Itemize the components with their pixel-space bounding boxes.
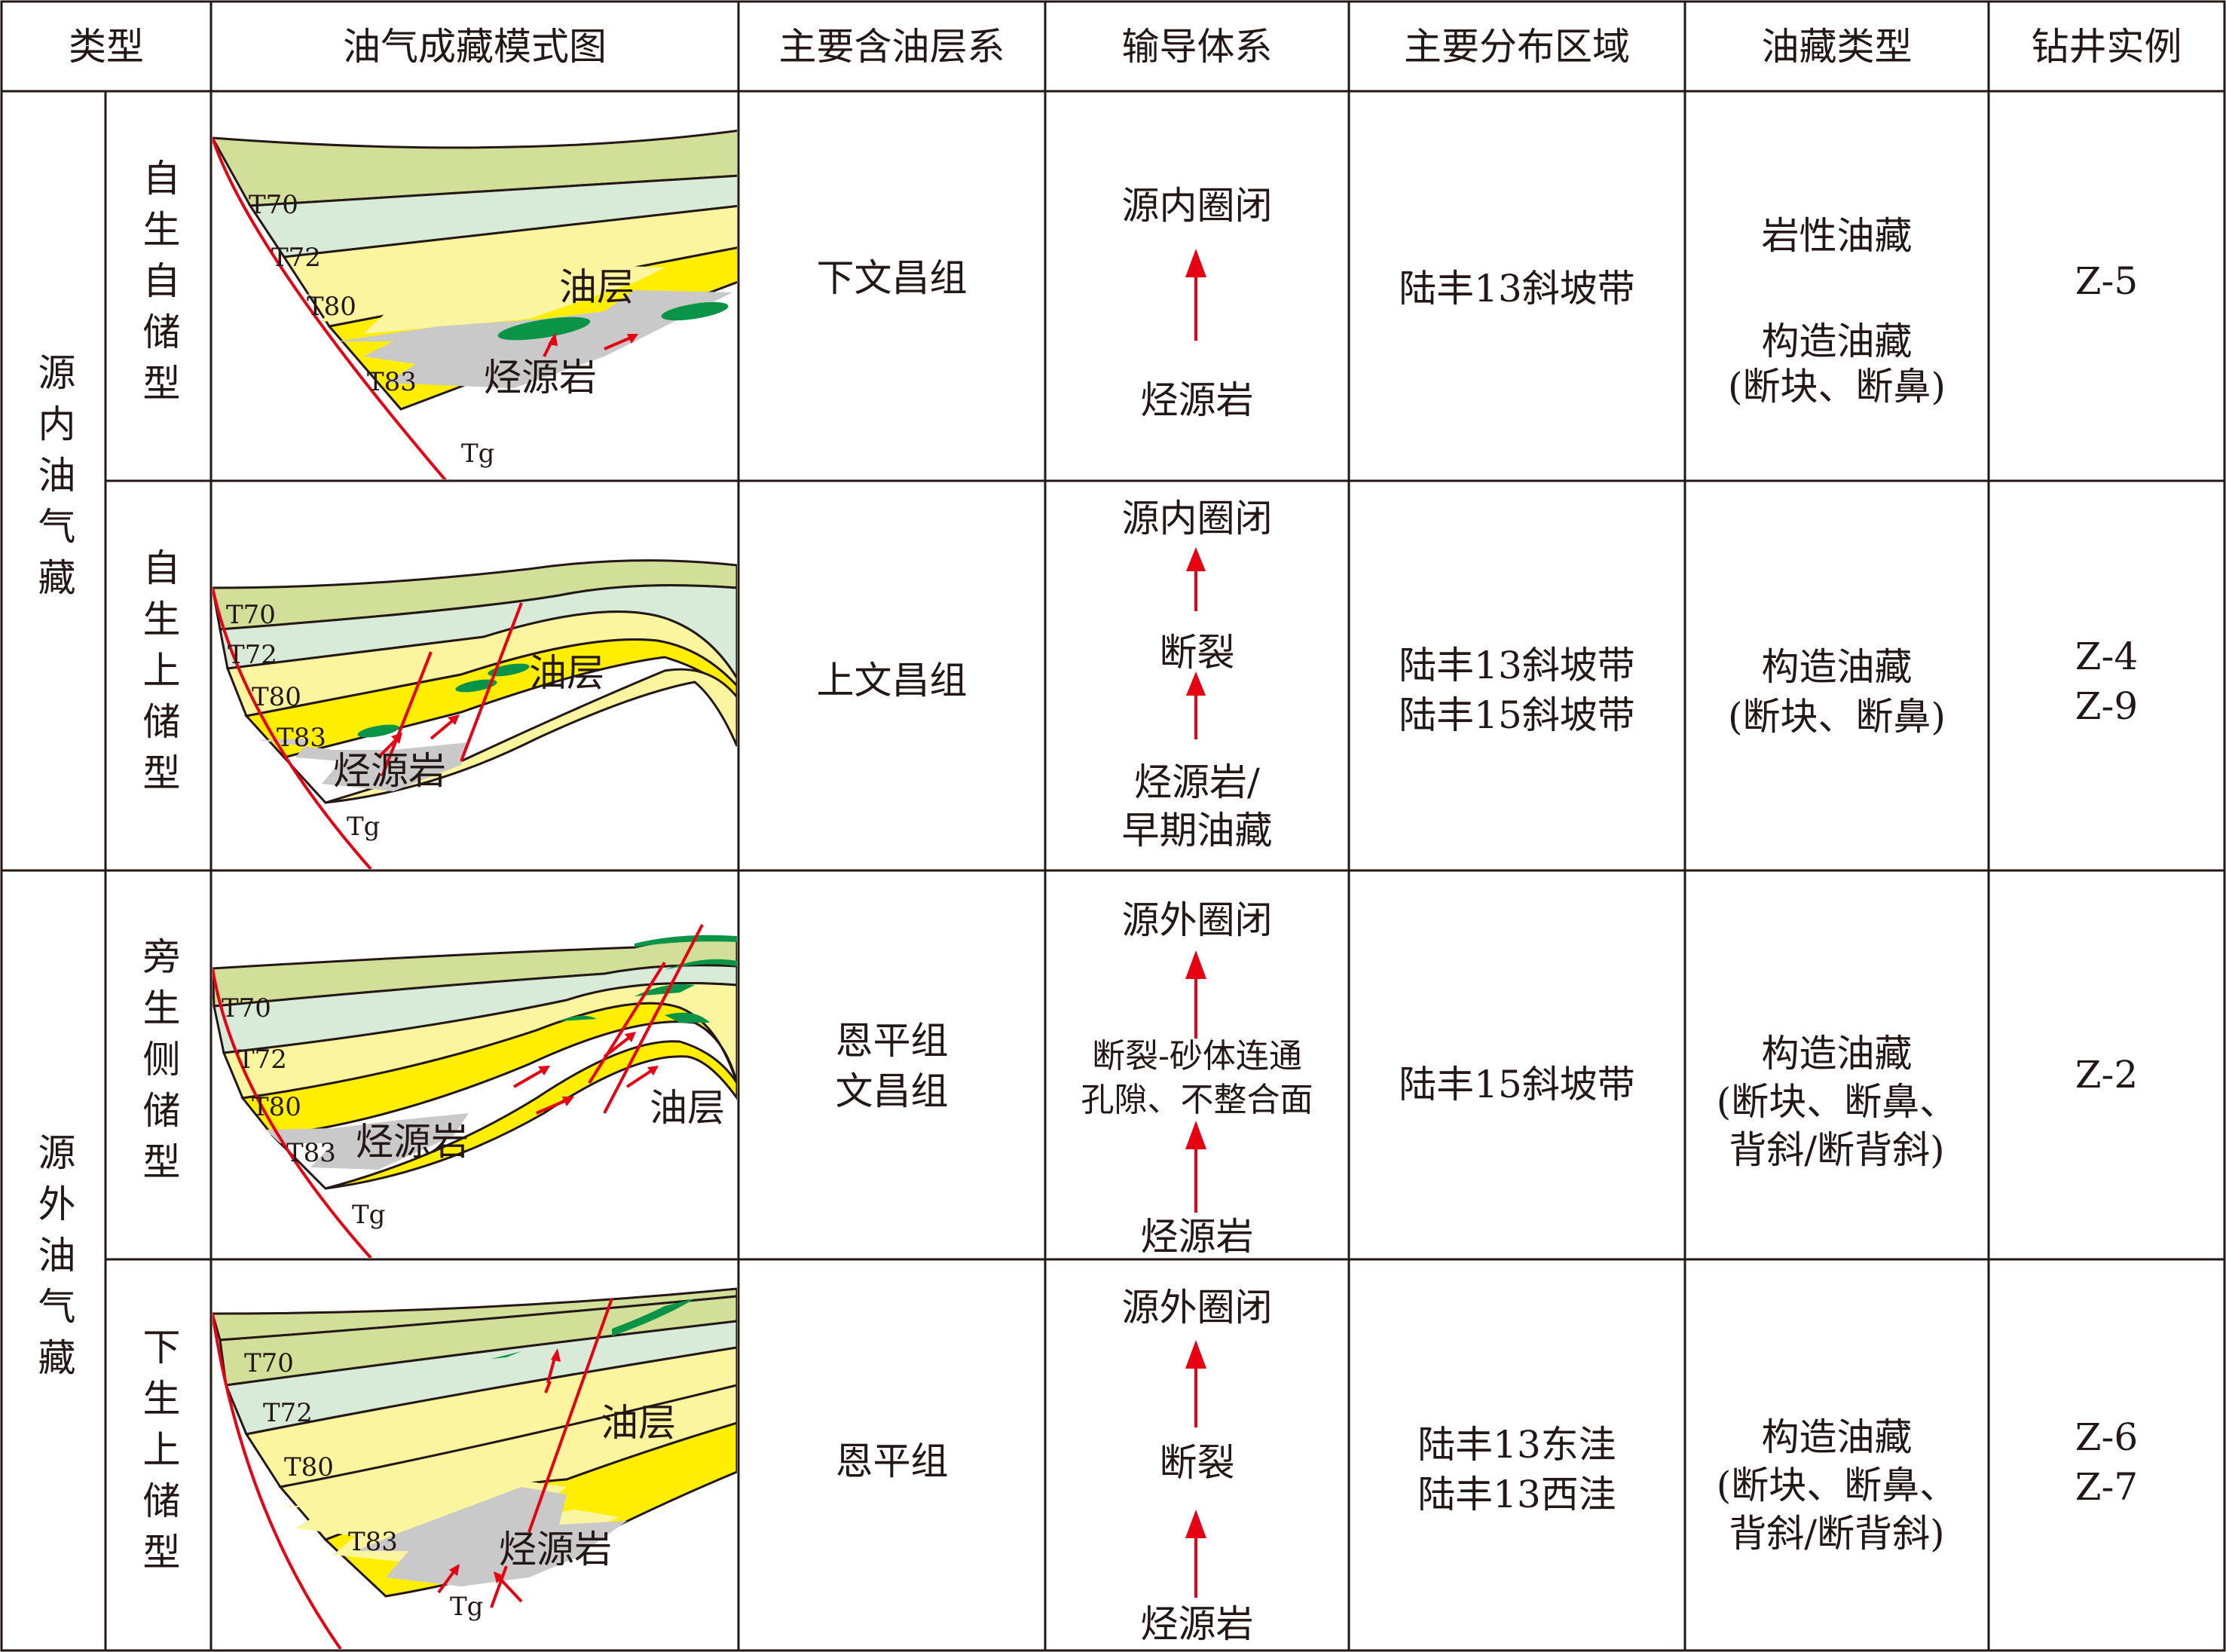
pathway-middle-3: 断裂-砂体连通孔隙、不整合面 — [1081, 1037, 1313, 1119]
label-tg: Tg — [347, 812, 380, 842]
model-diagram-3: T70 T72 T80 T83 Tg 油层 烃源岩 — [213, 924, 737, 1258]
strata-cell-3: 恩平组文昌组 — [835, 1019, 949, 1113]
up-arrow-icon — [1185, 950, 1206, 979]
header-strata: 主要含油层系 — [778, 24, 1005, 69]
model-diagram-4: T70 T72 T80 T83 Tg 油层 烃源岩 — [213, 1287, 737, 1649]
pathway-top-2: 源内圈闭 — [1121, 497, 1273, 540]
model-diagram-1: T70 T72 T80 T83 Tg 油层 烃源岩 — [213, 130, 737, 479]
label-source-rock: 烃源岩 — [333, 749, 446, 793]
label-source-rock: 烃源岩 — [484, 356, 597, 399]
wells-cell-1: Z-5 — [2075, 259, 2139, 303]
label-t80: T80 — [284, 1452, 334, 1482]
up-arrow-icon — [1185, 1510, 1206, 1538]
label-t80: T80 — [252, 682, 301, 712]
area-cell-1: 陆丰13斜坡带 — [1399, 267, 1635, 311]
header-wells: 钻井实例 — [2031, 24, 2182, 69]
label-t72: T72 — [237, 1045, 287, 1075]
label-oil-layer: 油层 — [650, 1086, 725, 1130]
label-oil-layer: 油层 — [601, 1401, 676, 1445]
up-arrow-icon — [1185, 249, 1206, 277]
strata-cell-4: 恩平组 — [835, 1439, 949, 1483]
area-cell-4: 陆丰13东洼陆丰13西洼 — [1417, 1423, 1616, 1516]
label-t70: T70 — [244, 1348, 294, 1378]
up-arrow-icon — [1186, 547, 1206, 571]
label-t70: T70 — [226, 600, 276, 630]
subtype-label-2: 自生上储型 — [136, 547, 181, 804]
header-reservoir: 油藏类型 — [1761, 24, 1913, 69]
pathway-top-4: 源外圈闭 — [1121, 1286, 1273, 1329]
header-model-diagram: 油气成藏模式图 — [343, 24, 607, 69]
label-oil-layer: 油层 — [529, 651, 604, 695]
header-pathway: 输导体系 — [1121, 24, 1273, 69]
reservoir-cell-1: 岩性油藏构造油藏(断块、断鼻) — [1727, 214, 1946, 408]
pathway-middle-2: 断裂 — [1159, 631, 1235, 675]
pathway-bottom-1: 烃源岩 — [1140, 378, 1254, 422]
label-t83: T83 — [277, 723, 326, 753]
label-tg: Tg — [352, 1200, 385, 1230]
pathway-bottom-3: 烃源岩 — [1140, 1215, 1254, 1259]
label-source-rock: 烃源岩 — [356, 1120, 469, 1164]
group-label-in-source: 源内油气藏 — [32, 353, 76, 609]
area-cell-3: 陆丰15斜坡带 — [1399, 1063, 1635, 1106]
up-arrow-icon — [1186, 672, 1206, 696]
label-t80: T80 — [307, 292, 356, 322]
strata-cell-2: 上文昌组 — [816, 659, 968, 702]
label-t80: T80 — [252, 1092, 301, 1122]
reservoir-cell-2: 构造油藏(断块、断鼻) — [1727, 645, 1946, 739]
subtype-label-3: 旁生侧储型 — [136, 937, 181, 1193]
label-t72: T72 — [271, 243, 321, 273]
label-t83: T83 — [367, 367, 417, 397]
label-source-rock: 烃源岩 — [499, 1528, 612, 1571]
label-t72: T72 — [263, 1398, 313, 1428]
reservoir-cell-3: 构造油藏(断块、断鼻、背斜/断背斜) — [1716, 1032, 1958, 1172]
pathway-bottom-4: 烃源岩 — [1140, 1602, 1254, 1646]
up-arrow-icon — [1185, 1340, 1206, 1369]
subtype-label-1: 自生自储型 — [136, 158, 181, 415]
up-arrow-icon — [1185, 1121, 1206, 1149]
label-t83: T83 — [286, 1138, 336, 1168]
pathway-arrows — [1185, 249, 1206, 1598]
label-tg: Tg — [461, 439, 494, 469]
label-tg: Tg — [450, 1592, 483, 1622]
header-area: 主要分布区域 — [1404, 24, 1630, 69]
subtype-label-4: 下生上储型 — [136, 1326, 181, 1583]
label-t70: T70 — [222, 993, 271, 1023]
pathway-bottom-2: 烃源岩/早期油藏 — [1121, 760, 1273, 852]
pathway-top-3: 源外圈闭 — [1121, 898, 1273, 942]
model-diagram-2: T70 T72 T80 T83 Tg 油层 烃源岩 — [213, 559, 737, 869]
label-t83: T83 — [348, 1527, 398, 1557]
label-oil-layer: 油层 — [559, 265, 634, 309]
pathway-middle-4: 断裂 — [1159, 1441, 1235, 1485]
label-t70: T70 — [249, 190, 298, 220]
pathway-top-1: 源内圈闭 — [1121, 184, 1273, 228]
area-cell-2: 陆丰13斜坡带陆丰15斜坡带 — [1399, 644, 1635, 737]
header-type: 类型 — [69, 24, 144, 69]
strata-cell-1: 下文昌组 — [816, 256, 968, 300]
reservoir-cell-4: 构造油藏(断块、断鼻、背斜/断背斜) — [1716, 1415, 1958, 1556]
wells-cell-3: Z-2 — [2075, 1053, 2139, 1097]
group-label-out-source: 源外油气藏 — [32, 1132, 76, 1389]
label-t72: T72 — [228, 640, 277, 670]
